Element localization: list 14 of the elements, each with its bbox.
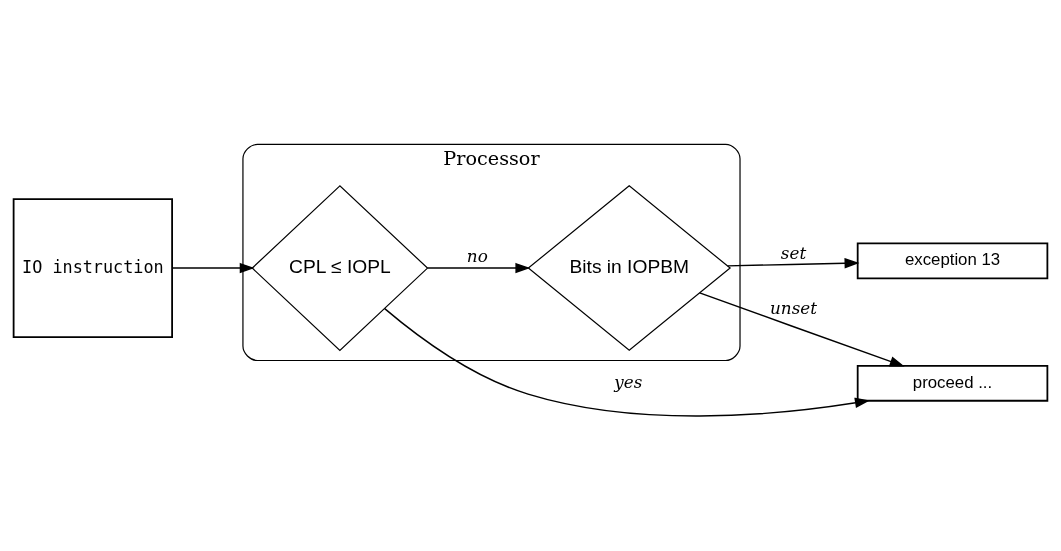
arrow <box>383 307 870 417</box>
edge-label: yes <box>614 372 643 393</box>
node-box: exception 13 <box>856 242 1049 280</box>
node-diamond: CPL ≤ IOPL <box>251 185 429 352</box>
node-box: proceed ... <box>856 365 1049 402</box>
edge-label: set <box>780 242 807 263</box>
node-box: IO instruction <box>12 198 173 338</box>
edge-label: unset <box>770 297 817 318</box>
arrow <box>726 258 860 269</box>
node-diamond: Bits in IOPBM <box>527 185 732 352</box>
arrow <box>171 262 255 274</box>
arrow <box>426 262 531 274</box>
arrow <box>698 292 905 367</box>
edge-label: no <box>466 246 488 267</box>
